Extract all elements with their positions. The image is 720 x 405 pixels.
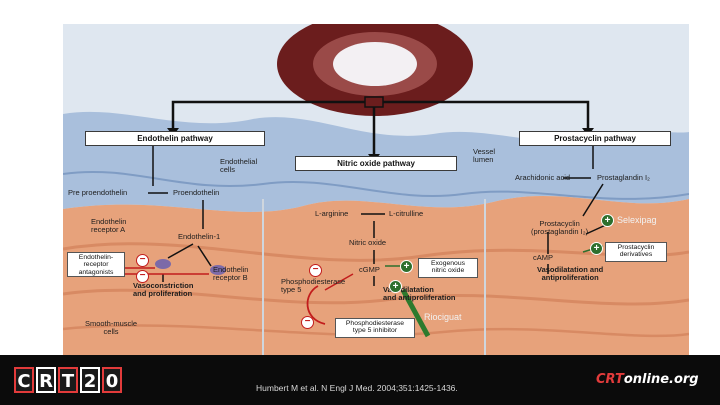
antagonist-inhibit-icon: − (136, 254, 149, 267)
nitric-oxide-label: Nitric oxide (349, 238, 387, 247)
figure-artwork (63, 24, 689, 355)
preproendothelin-label: Pre proendothelin (68, 188, 128, 197)
vasoconstriction-label: Vasoconstriction and proliferation (133, 281, 194, 298)
selexipag-label: Selexipag (617, 215, 657, 225)
prostacyclin-label: Prostacyclin (prostaglandin I₂) (531, 219, 589, 236)
crt-logo-letter: R (36, 367, 56, 393)
pah-pathways-figure: Endothelin pathway Nitric oxide pathway … (63, 24, 689, 355)
endothelin-antagonists-box: Endothelin- receptor antagonists (67, 252, 125, 277)
nitric-oxide-pathway-box: Nitric oxide pathway (295, 156, 457, 171)
selexipag-stimulate-icon: + (601, 214, 614, 227)
crt-logo-letter: C (14, 367, 34, 393)
pde5-label: Phosphodiesterase type 5 (281, 277, 346, 294)
proendothelin-label: Proendothelin (173, 188, 220, 197)
arachidonic-acid-label: Arachidonic acid (515, 173, 571, 182)
antagonist-inhibit-icon-2: − (136, 270, 149, 283)
riociguat-stimulate-icon: + (389, 280, 402, 293)
smooth-muscle-cells-label: Smooth-muscle cells (85, 319, 138, 336)
endothelin-receptor-b-label: Endothelin receptor B (213, 265, 249, 282)
prostaglandin-i2-label: Prostaglandin I₂ (597, 173, 650, 182)
crt-logo-letter: 2 (80, 367, 100, 393)
cgmp-label: cGMP (359, 265, 380, 274)
crtonline-logo-prefix: CRT (596, 372, 624, 387)
l-arginine-label: L-arginine (315, 209, 349, 218)
vasodilatation-prostacyclin-label: Vasodilatation and antiproliferation (537, 265, 604, 282)
crt-logo-letter: 0 (102, 367, 122, 393)
citation-text: Humbert M et al. N Engl J Med. 2004;351:… (256, 383, 458, 393)
pde5-inhibit-icon: − (309, 264, 322, 277)
endothelin-1-label: Endothelin-1 (178, 232, 221, 241)
crtonline-logo-suffix: online.org (623, 372, 699, 387)
vessel-lumen-label: Vessel lumen (473, 147, 496, 164)
crtonline-logo: CRTonline.org (596, 372, 699, 387)
camp-label: cAMP (533, 253, 554, 262)
exogenous-no-stimulate-icon: + (400, 260, 413, 273)
prostacyclin-pathway-box: Prostacyclin pathway (519, 131, 671, 146)
pde5-inhibitor-icon: − (301, 316, 314, 329)
derivatives-stimulate-icon: + (590, 242, 603, 255)
l-citrulline-label: L-citrulline (389, 209, 424, 218)
pde5-inhibitor-box: Phosphodiesterase type 5 inhibitor (335, 318, 415, 338)
endothelial-cells-label: Endothelial cells (220, 157, 258, 174)
crt-logo-letter: T (58, 367, 78, 393)
crt-logo: C R T 2 0 (14, 367, 122, 393)
vasodilatation-nitric-label: Vasodilatation and antiproliferation (383, 285, 456, 302)
prostacyclin-derivatives-box: Prostacyclin derivatives (605, 242, 667, 262)
riociguat-label: Riociguat (424, 312, 462, 322)
exogenous-no-box: Exogenous nitric oxide (418, 258, 478, 278)
endothelin-receptor-a-label: Endothelin receptor A (91, 217, 127, 234)
endothelin-pathway-box: Endothelin pathway (85, 131, 265, 146)
